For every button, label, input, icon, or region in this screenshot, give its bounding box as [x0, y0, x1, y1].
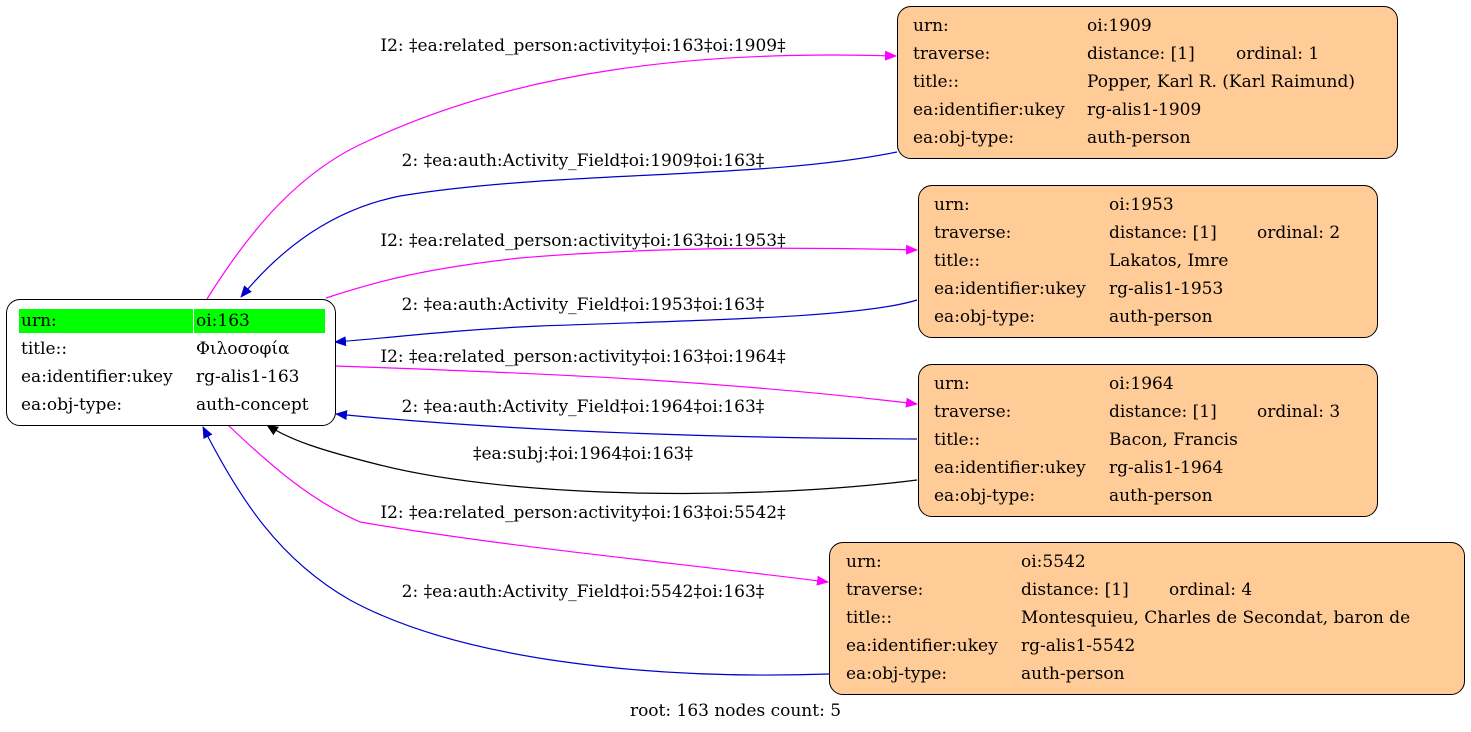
person-urn-key: urn:: [934, 195, 970, 215]
person-node-1953[interactable]: urn: oi:1953 traverse: distance: [1] ord…: [918, 185, 1378, 338]
person-ordinal: ordinal: 3: [1257, 402, 1341, 422]
person-ukey-value: rg-alis1-1964: [1109, 458, 1224, 478]
edge-related-1909: [206, 50, 897, 300]
person-ukey-value: rg-alis1-5542: [1021, 636, 1136, 656]
person-distance: distance: [1]: [1087, 44, 1195, 64]
person-traverse-key: traverse:: [846, 580, 924, 600]
edge-label-field-1953: 2: ‡ea:auth:Activity_Field‡oi:1953‡oi:16…: [402, 295, 765, 315]
person-objtype-value: auth-person: [1087, 128, 1191, 148]
person-title-value: Bacon, Francis: [1109, 430, 1238, 450]
person-ordinal: ordinal: 2: [1257, 223, 1341, 243]
root-node-163[interactable]: urn: oi:163 title:: Φιλοσοφία ea:identif…: [6, 299, 336, 426]
person-objtype-key: ea:obj-type:: [913, 128, 1015, 148]
person-distance: distance: [1]: [1109, 402, 1217, 422]
edge-label-related-1964: I2: ‡ea:related_person:activity‡oi:163‡o…: [380, 347, 786, 367]
edge-label-related-5542: I2: ‡ea:related_person:activity‡oi:163‡o…: [380, 503, 786, 523]
root-title-key: title::: [21, 339, 68, 359]
edge-field-1909: [240, 151, 898, 298]
edge-field-1953: [334, 299, 918, 347]
root-urn-value: oi:163: [194, 309, 325, 333]
root-title-value: Φιλοσοφία: [196, 339, 290, 359]
person-node-1964[interactable]: urn: oi:1964 traverse: distance: [1] ord…: [918, 364, 1378, 517]
person-ukey-key: ea:identifier:ukey: [934, 458, 1086, 478]
person-title-value: Lakatos, Imre: [1109, 251, 1229, 271]
person-urn-key: urn:: [913, 16, 949, 36]
person-urn-key: urn:: [934, 374, 970, 394]
person-title-key: title::: [846, 608, 893, 628]
person-objtype-key: ea:obj-type:: [934, 486, 1036, 506]
person-distance: distance: [1]: [1021, 580, 1129, 600]
root-objtype-key: ea:obj-type:: [21, 395, 123, 415]
person-objtype-value: auth-person: [1109, 486, 1213, 506]
person-ukey-value: rg-alis1-1909: [1087, 100, 1202, 120]
person-title-value: Popper, Karl R. (Karl Raimund): [1087, 72, 1356, 92]
person-urn-value: oi:1909: [1087, 16, 1152, 36]
person-title-key: title::: [913, 72, 960, 92]
person-objtype-value: auth-person: [1109, 307, 1213, 327]
person-traverse-key: traverse:: [934, 223, 1012, 243]
edge-field-1964: [335, 410, 918, 440]
person-ukey-key: ea:identifier:ukey: [934, 279, 1086, 299]
graph-footer: root: 163 nodes count: 5: [629, 701, 842, 721]
person-ukey-key: ea:identifier:ukey: [846, 636, 998, 656]
person-objtype-value: auth-person: [1021, 664, 1125, 684]
person-distance: distance: [1]: [1109, 223, 1217, 243]
person-ukey-key: ea:identifier:ukey: [913, 100, 1065, 120]
person-urn-value: oi:5542: [1021, 552, 1086, 572]
person-node-5542[interactable]: urn: oi:5542 traverse: distance: [1] ord…: [829, 542, 1465, 695]
person-traverse-key: traverse:: [934, 402, 1012, 422]
person-ukey-value: rg-alis1-1953: [1109, 279, 1224, 299]
edge-label-related-1909: I2: ‡ea:related_person:activity‡oi:163‡o…: [380, 36, 786, 56]
person-urn-key: urn:: [846, 552, 882, 572]
edge-field-5542: [202, 426, 830, 676]
edge-label-field-1964: 2: ‡ea:auth:Activity_Field‡oi:1964‡oi:16…: [402, 397, 765, 417]
edge-subj-1964: [266, 424, 918, 495]
root-objtype-value: auth-concept: [196, 395, 309, 415]
person-ordinal: ordinal: 1: [1236, 44, 1320, 64]
person-objtype-key: ea:obj-type:: [846, 664, 948, 684]
person-urn-value: oi:1964: [1109, 374, 1174, 394]
edge-related-1964: [335, 365, 918, 408]
person-ordinal: ordinal: 4: [1169, 580, 1253, 600]
edge-label-subj-1964: ‡ea:subj:‡oi:1964‡oi:163‡: [473, 444, 693, 464]
person-title-value: Montesquieu, Charles de Secondat, baron …: [1021, 608, 1411, 628]
person-node-1909[interactable]: urn: oi:1909 traverse: distance: [1] ord…: [897, 6, 1398, 159]
edge-label-related-1953: I2: ‡ea:related_person:activity‡oi:163‡o…: [380, 231, 786, 251]
edge-label-field-5542: 2: ‡ea:auth:Activity_Field‡oi:5542‡oi:16…: [402, 582, 765, 602]
person-title-key: title::: [934, 430, 981, 450]
root-ukey-value: rg-alis1-163: [196, 367, 300, 387]
person-objtype-key: ea:obj-type:: [934, 307, 1036, 327]
person-traverse-key: traverse:: [913, 44, 991, 64]
root-urn-key: urn:: [19, 309, 193, 333]
person-title-key: title::: [934, 251, 981, 271]
root-ukey-key: ea:identifier:ukey: [21, 367, 173, 387]
person-urn-value: oi:1953: [1109, 195, 1174, 215]
edge-label-field-1909: 2: ‡ea:auth:Activity_Field‡oi:1909‡oi:16…: [402, 151, 765, 171]
edge-related-1953: [325, 244, 918, 299]
edge-related-5542: [227, 424, 829, 586]
